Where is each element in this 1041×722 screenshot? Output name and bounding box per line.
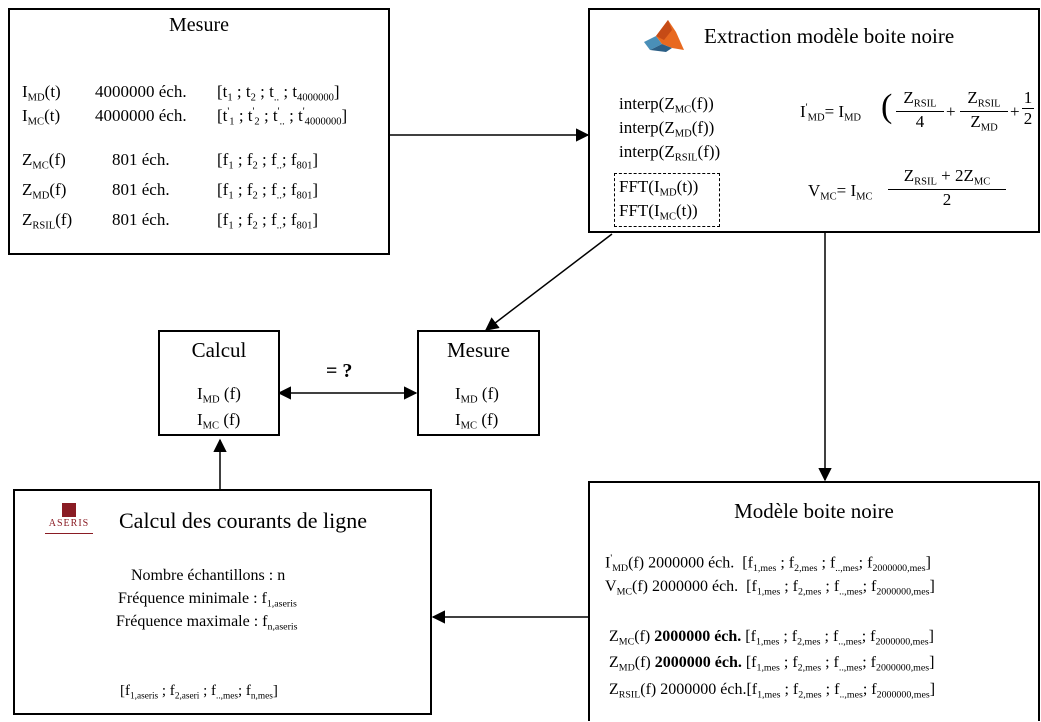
formula-imd-lhs: I'MD= IMD bbox=[800, 102, 862, 124]
formula-imd-plus1: + bbox=[946, 102, 956, 121]
mesure-row-5-count: 801 éch. bbox=[112, 210, 170, 229]
modele-row-zmd: ZMD(f) 2000000 éch. [f1,mes ; f2,mes ; f… bbox=[609, 654, 935, 674]
mesure-row-2-range: [t'1 ; t'2 ; t'.. ; t'4000000] bbox=[217, 106, 348, 128]
modele-row-zrsil: ZRSIL(f) 2000000 éch.[f1,mes ; f2,mes ; … bbox=[609, 681, 936, 701]
fft-imd: FFT(IMD(t)) bbox=[619, 177, 699, 199]
extraction-box: Extraction modèle boite noire bbox=[588, 8, 1040, 233]
mesure-row-2-var: IMC(t) bbox=[22, 106, 61, 128]
aseris-output: [f1,aseris ; f2,aseri ; f..,mes; fn,mes] bbox=[120, 683, 278, 702]
aseris-logo-underline bbox=[45, 533, 93, 534]
formula-imd-plus2: + bbox=[1010, 102, 1020, 121]
arrow-extraction-to-mesure-mid bbox=[484, 233, 613, 331]
aseris-logo-text: ASERIS bbox=[48, 518, 90, 529]
modele-row-zmc: ZMC(f) 2000000 éch. [f1,mes ; f2,mes ; f… bbox=[609, 628, 934, 648]
fft-group bbox=[614, 173, 720, 227]
mesure-mid-imd: IMD (f) bbox=[455, 384, 499, 406]
interp-zmc: interp(ZMC(f)) bbox=[619, 94, 714, 116]
mesure-top-title: Mesure bbox=[169, 14, 229, 36]
matlab-icon bbox=[642, 18, 686, 54]
fft-imc: FFT(IMC(t)) bbox=[619, 201, 698, 223]
aseris-box: ASERIS Calcul des courants de ligne bbox=[13, 489, 432, 715]
aseris-logo: ASERIS bbox=[43, 503, 95, 543]
compare-label: = ? bbox=[326, 360, 353, 382]
interp-zrsil: interp(ZRSIL(f)) bbox=[619, 142, 721, 164]
mesure-row-3-count: 801 éch. bbox=[112, 150, 170, 169]
mesure-row-3-range: [f1 ; f2 ; f..; f801] bbox=[217, 150, 319, 172]
formula-imd-paren: ( bbox=[881, 88, 893, 125]
mesure-top-box: Mesure bbox=[8, 8, 390, 255]
calcul-imc: IMC (f) bbox=[197, 410, 241, 432]
calcul-title: Calcul bbox=[191, 338, 247, 362]
mesure-mid-title: Mesure bbox=[447, 338, 510, 362]
mesure-row-3-var: ZMC(f) bbox=[22, 150, 66, 172]
modele-row-vmc: VMC(f) 2000000 éch. [f1,mes ; f2,mes ; f… bbox=[605, 578, 935, 598]
aseris-line-nombre: Nombre échantillons : n bbox=[131, 567, 286, 584]
mesure-row-4-var: ZMD(f) bbox=[22, 180, 67, 202]
interp-zmd: interp(ZMD(f)) bbox=[619, 118, 715, 140]
mesure-row-1-var: IMD(t) bbox=[22, 82, 61, 104]
mesure-row-5-var: ZRSIL(f) bbox=[22, 210, 73, 232]
aseris-line-fmin: Fréquence minimale : f1,aseris bbox=[118, 590, 297, 610]
calcul-box: Calcul bbox=[158, 330, 280, 436]
mesure-row-4-count: 801 éch. bbox=[112, 180, 170, 199]
mesure-row-4-range: [f1 ; f2 ; f..; f801] bbox=[217, 180, 319, 202]
aseris-logo-emblem bbox=[62, 503, 76, 517]
formula-vmc-lhs: VMC= IMC bbox=[808, 181, 873, 203]
mesure-mid-box: Mesure bbox=[417, 330, 540, 436]
modele-box: Modèle boite noire bbox=[588, 481, 1040, 721]
aseris-line-fmax: Fréquence maximale : fn,aseris bbox=[116, 613, 298, 633]
extraction-title: Extraction modèle boite noire bbox=[704, 24, 955, 48]
mesure-row-1-count: 4000000 éch. bbox=[95, 82, 187, 101]
calcul-imd: IMD (f) bbox=[197, 384, 241, 406]
mesure-row-2-count: 4000000 éch. bbox=[95, 106, 187, 125]
mesure-mid-imc: IMC (f) bbox=[455, 410, 499, 432]
mesure-row-1-range: [t1 ; t2 ; t.. ; t4000000] bbox=[217, 82, 340, 104]
mesure-row-5-range: [f1 ; f2 ; f..; f801] bbox=[217, 210, 319, 232]
modele-title: Modèle boite noire bbox=[734, 499, 894, 523]
aseris-title: Calcul des courants de ligne bbox=[119, 508, 368, 533]
modele-row-imd: I'MD(f) 2000000 éch. [f1,mes ; f2,mes ; … bbox=[605, 553, 931, 574]
